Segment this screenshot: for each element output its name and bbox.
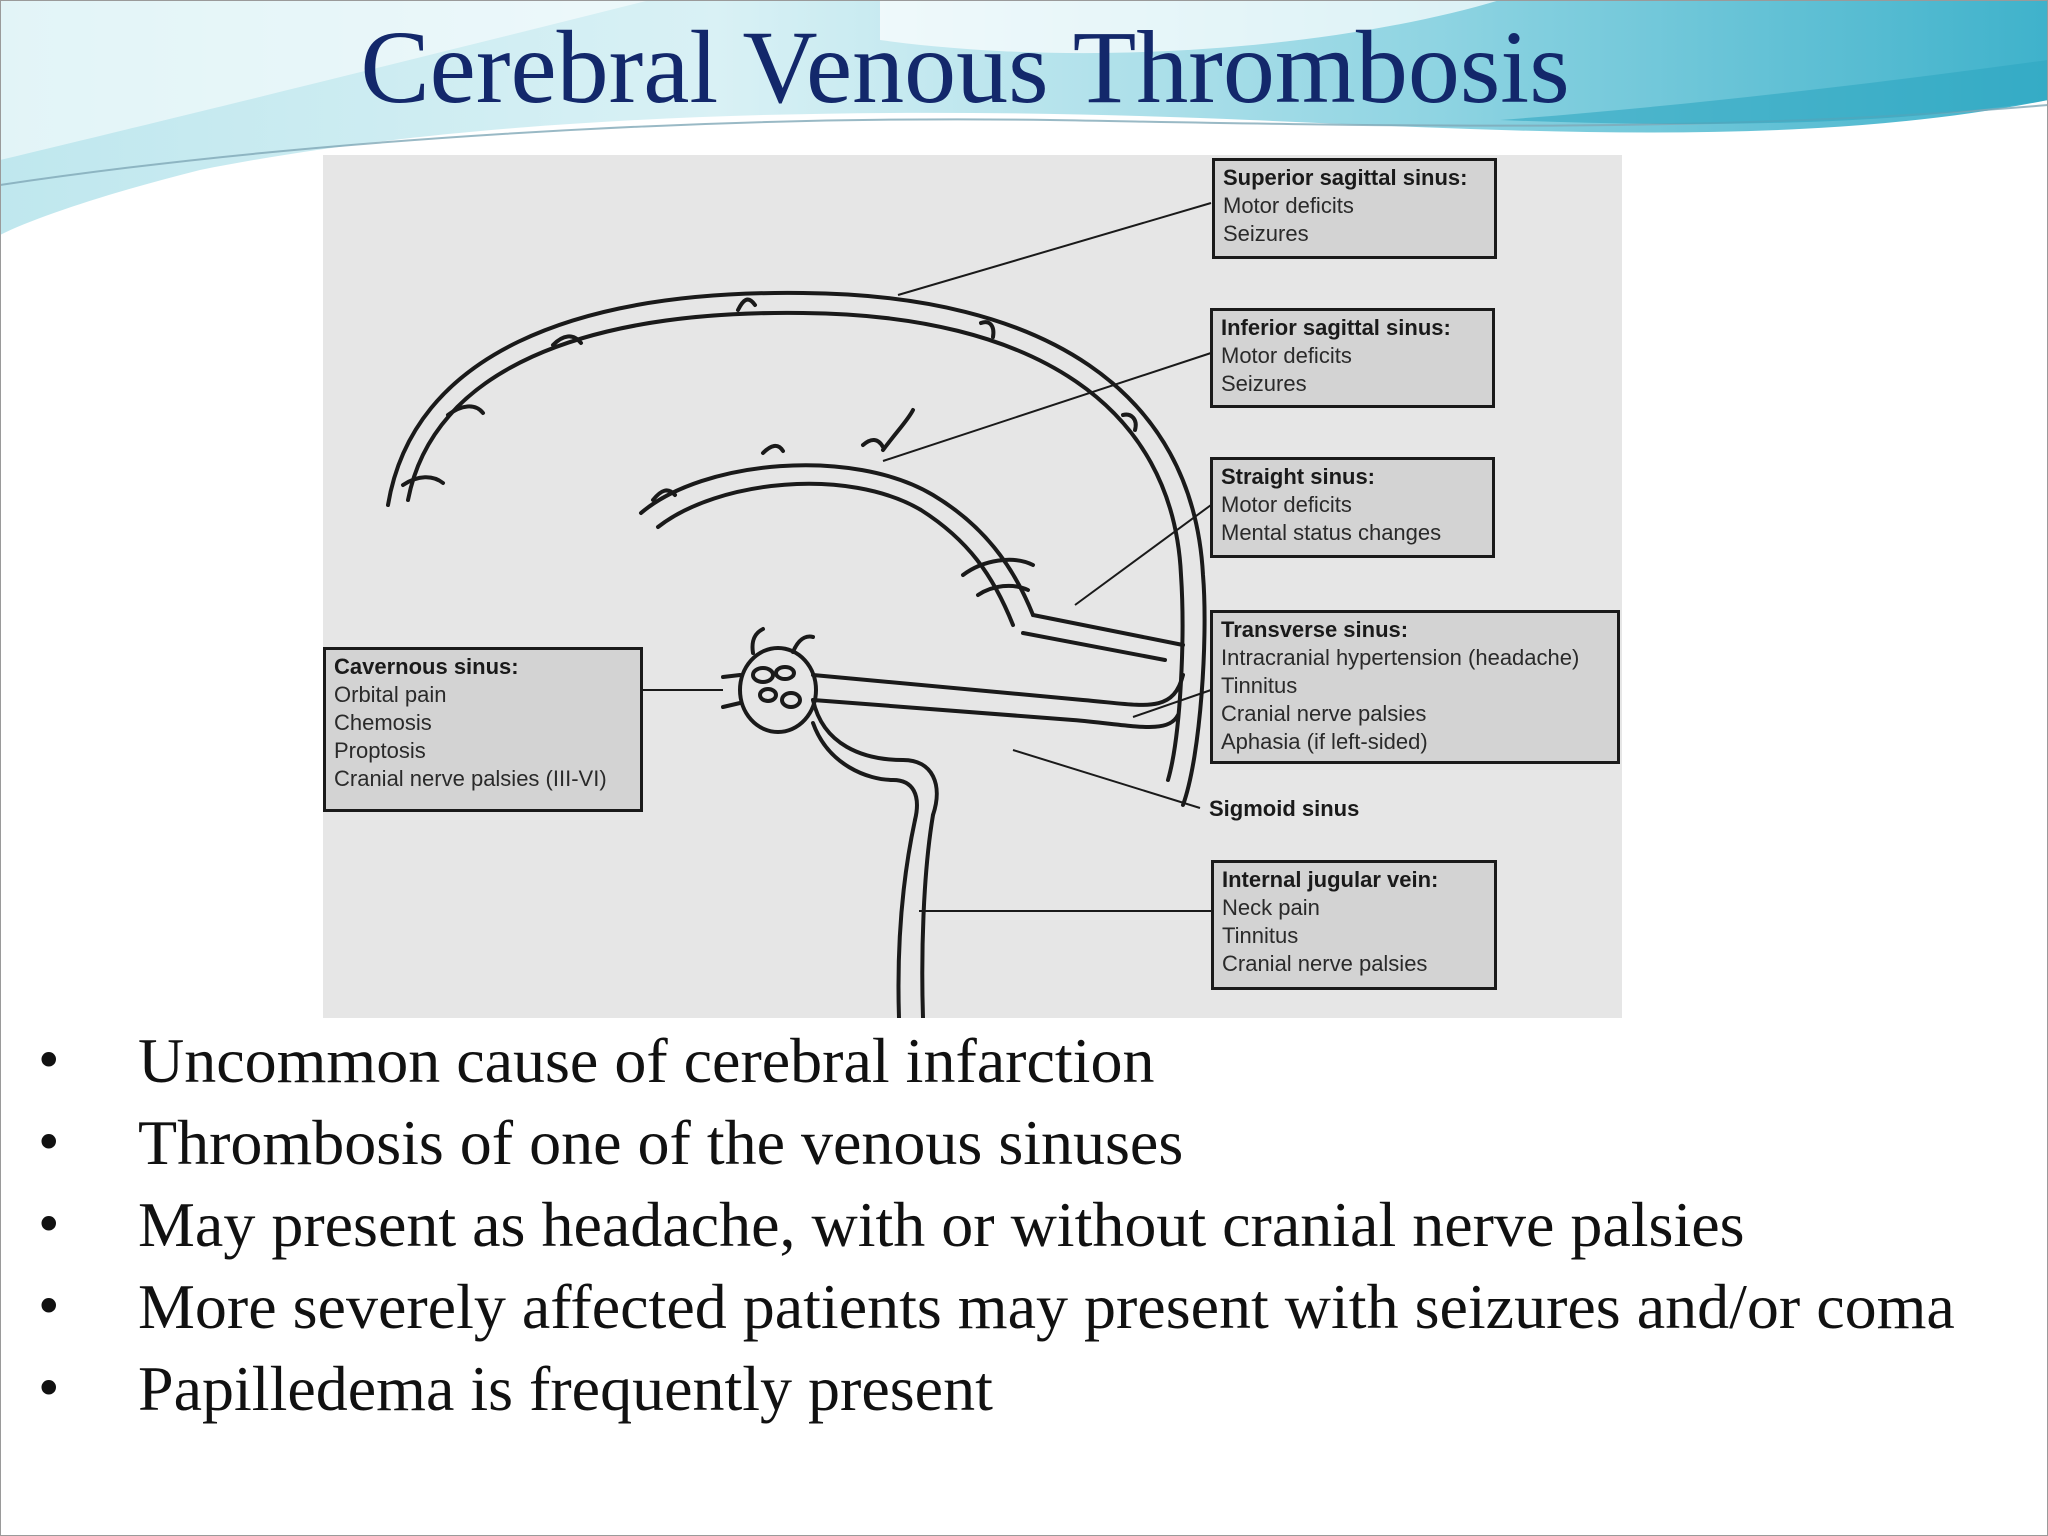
callout-superior-sagittal-sinus: Superior sagittal sinus: Motor deficits …	[1212, 158, 1497, 259]
bullet-dot: •	[34, 1360, 64, 1418]
callout-internal-jugular-vein: Internal jugular vein: Neck pain Tinnitu…	[1211, 860, 1497, 990]
callout-line: Cranial nerve palsies (III-VI)	[334, 766, 607, 791]
sinus-diagram: Superior sagittal sinus: Motor deficits …	[323, 155, 1622, 1018]
bullet-item: • Uncommon cause of cerebral infarction	[0, 1020, 2048, 1102]
callout-title: Cavernous sinus:	[334, 654, 519, 679]
callout-transverse-sinus: Transverse sinus: Intracranial hypertens…	[1210, 610, 1620, 764]
callout-line: Neck pain	[1222, 895, 1320, 920]
callout-line: Proptosis	[334, 738, 426, 763]
callout-straight-sinus: Straight sinus: Motor deficits Mental st…	[1210, 457, 1495, 558]
bullet-text: Uncommon cause of cerebral infarction	[138, 1025, 1155, 1096]
callout-line: Cranial nerve palsies	[1221, 701, 1427, 726]
callout-line: Seizures	[1223, 221, 1309, 246]
header-wave-decoration	[0, 0, 2048, 235]
callout-line: Seizures	[1221, 371, 1307, 396]
bullet-text: Papilledema is frequently present	[138, 1353, 993, 1424]
bullet-item: • More severely affected patients may pre…	[0, 1266, 2048, 1348]
callout-line: Motor deficits	[1221, 492, 1352, 517]
bullet-list: • Uncommon cause of cerebral infarction •…	[0, 1020, 2048, 1430]
callout-line: Mental status changes	[1221, 520, 1442, 545]
bullet-item: • May present as headache, with or withou…	[0, 1184, 2048, 1266]
callout-title: Straight sinus:	[1221, 464, 1376, 489]
bullet-text: May present as headache, with or without…	[138, 1189, 1745, 1260]
callout-title: Inferior sagittal sinus:	[1221, 315, 1451, 340]
bullet-text: More severely affected patients may pres…	[138, 1271, 1955, 1342]
callout-inferior-sagittal-sinus: Inferior sagittal sinus: Motor deficits …	[1210, 308, 1495, 408]
bullet-dot: •	[34, 1032, 64, 1090]
callout-line: Motor deficits	[1221, 343, 1352, 368]
callout-line: Cranial nerve palsies	[1222, 951, 1428, 976]
callout-title: Superior sagittal sinus:	[1223, 165, 1468, 190]
bullet-dot: •	[34, 1278, 64, 1336]
callout-line: Orbital pain	[334, 682, 447, 707]
callout-line: Motor deficits	[1223, 193, 1354, 218]
bullet-dot: •	[34, 1114, 64, 1172]
callout-cavernous-sinus: Cavernous sinus: Orbital pain Chemosis P…	[323, 647, 643, 812]
callout-line: Chemosis	[334, 710, 432, 735]
slide-title: Cerebral Venous Thrombosis	[360, 10, 1570, 125]
bullet-item: • Papilledema is frequently present	[0, 1348, 2048, 1430]
callout-line: Aphasia (if left-sided)	[1221, 729, 1428, 754]
callout-line: Tinnitus	[1222, 923, 1299, 948]
callout-title: Transverse sinus:	[1221, 617, 1409, 642]
bullet-text: Thrombosis of one of the venous sinuses	[138, 1107, 1184, 1178]
callout-line: Intracranial hypertension (headache)	[1221, 645, 1580, 670]
sigmoid-sinus-label: Sigmoid sinus	[1209, 796, 1360, 821]
bullet-item: • Thrombosis of one of the venous sinuses	[0, 1102, 2048, 1184]
callout-line: Tinnitus	[1221, 673, 1298, 698]
bullet-dot: •	[34, 1196, 64, 1254]
callout-title: Internal jugular vein:	[1222, 867, 1439, 892]
